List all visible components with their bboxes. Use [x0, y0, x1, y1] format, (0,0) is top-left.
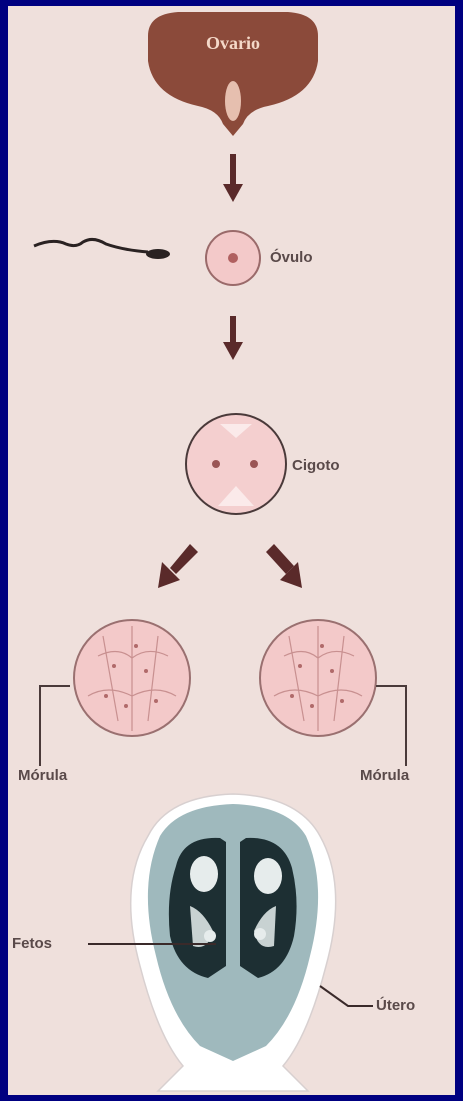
ovulo-label: Óvulo: [270, 250, 313, 265]
ovulo-cell: [206, 231, 260, 285]
uterus: [131, 794, 336, 1091]
sperm: [34, 239, 170, 259]
ovary-label: Ovario: [158, 34, 308, 52]
cigoto-label: Cigoto: [292, 458, 339, 473]
arrow-down-2: [223, 316, 243, 360]
morula-right-cell: [260, 620, 376, 736]
fetos-label: Fetos: [12, 936, 52, 951]
cigoto-cell: [186, 414, 286, 514]
arrow-down-1: [223, 154, 243, 202]
arrow-down-right: [266, 544, 302, 588]
utero-label: Útero: [376, 998, 415, 1013]
diagram-panel: Ovario Óvulo Cigoto Mórula Mórula Fetos …: [8, 6, 455, 1095]
ovary: [148, 12, 318, 136]
arrow-down-left: [158, 544, 198, 588]
morula-left-cell: [74, 620, 190, 736]
utero-leader-line: [320, 986, 373, 1006]
morula-right-bracket: [376, 686, 406, 766]
morula-left-bracket: [40, 686, 70, 766]
morula-right-label: Mórula: [360, 768, 409, 783]
embryo-development-diagram: [8, 6, 455, 1095]
morula-left-label: Mórula: [18, 768, 67, 783]
